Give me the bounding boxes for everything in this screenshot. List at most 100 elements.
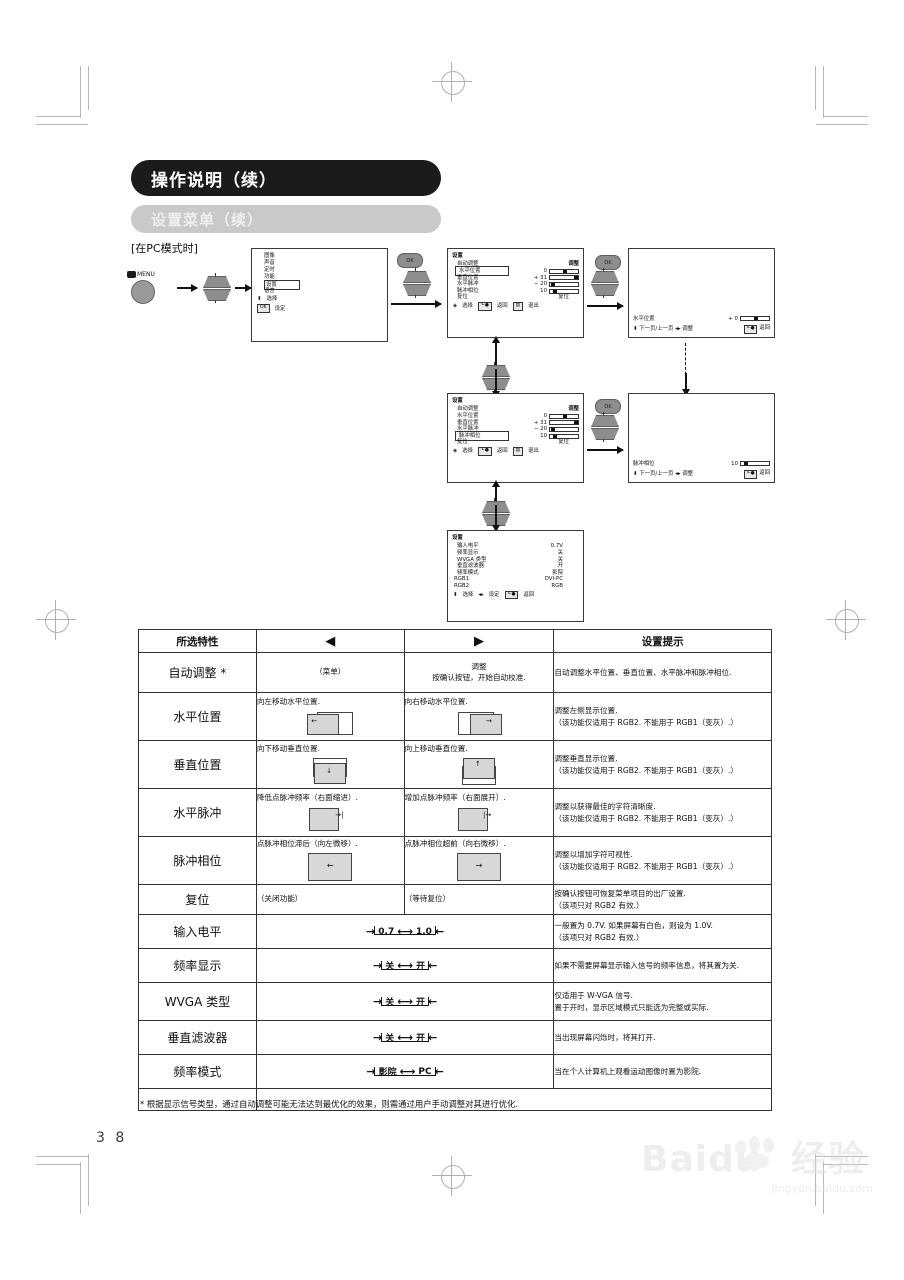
cycle-arrow-mid-0: ⟷	[397, 925, 413, 938]
cycle-option-0-freq-mode: 影院	[378, 1068, 397, 1078]
screen-shift-left-icon: ←	[307, 711, 354, 735]
panel-a-row-2-bar	[549, 275, 579, 281]
menu-flow-diagram: MENU 图像 声音 定时 功能 设置 语言 ⬍ 选择	[125, 243, 785, 623]
cycle-loop-wvga-type: → 关 ⟷ 开 ←	[371, 995, 439, 1008]
menu-item-3[interactable]: 功能	[264, 274, 275, 280]
panel-b-row-3[interactable]: 水平脉冲 − 20	[452, 426, 579, 433]
cycle-option-0-input-level: 0.7	[378, 926, 395, 937]
panel-b-row-5-label: 复位	[457, 439, 468, 446]
panel-c-foot-back: 返回	[523, 591, 535, 598]
table-row-pulse-phase: 脉冲相位 点脉冲相位滞后（向左微移）. ← 点脉冲相位超前（向右微移）. → 调…	[138, 836, 772, 885]
panel-b-foot-select: 选择	[462, 448, 473, 455]
panel-c-row-4[interactable]: 频率模式 影院	[452, 570, 579, 577]
ok-button-1[interactable]: OK	[397, 253, 423, 268]
watermark: Baidu 经验 jingyan.baidu.com	[641, 1136, 873, 1204]
paw-icon	[729, 1136, 789, 1170]
blank-cell-2	[255, 1088, 773, 1111]
panel-c-row-1-label: 频率显示	[457, 550, 479, 557]
panel-b-row-0-label: 自动调整	[457, 406, 479, 413]
panel-c-row-6[interactable]: RGB2 RGB	[452, 583, 579, 590]
panel-a-row-1-label: 水平位置	[455, 266, 509, 277]
hint-freq-mode: 当在个人计算机上观看运动图像时置为影院.	[553, 1054, 772, 1089]
flow-dashed-connector-1	[685, 343, 686, 389]
panel-a-row-1[interactable]: 水平位置 0	[452, 266, 579, 277]
panel-a-row-1-value: 0	[543, 268, 547, 275]
panel-c-row-1[interactable]: 频率显示 关	[452, 550, 579, 557]
flow-arrow-4	[587, 302, 624, 310]
menu-item-1[interactable]: 声音	[264, 260, 275, 266]
panel-a-row-5[interactable]: 复位 复位	[452, 294, 579, 301]
flow-arrow-2	[235, 284, 252, 292]
detail-b-adjust: 调整	[682, 470, 694, 477]
cycle-diagram-freq-mode: → 影院 ⟷ PC ←	[257, 1057, 554, 1087]
panel-a-row-3-label: 水平脉冲	[457, 281, 479, 288]
panel-a-row-1-bar	[549, 268, 579, 274]
panel-b-row-1-label: 水平位置	[457, 413, 479, 420]
cycle-option-1-v-filter: 开	[416, 1034, 426, 1044]
panel-b-row-2[interactable]: 垂直位置 + 31	[452, 420, 579, 427]
exit-key-icon-a: ▤	[512, 301, 523, 311]
menu-button[interactable]: MENU	[127, 271, 173, 305]
panel-c-row-0[interactable]: 输入电平 0.7V	[452, 543, 579, 550]
cycle-option-1-freq-display: 开	[416, 962, 426, 972]
left-action-h-position-text: 向左移动水平位置.	[256, 697, 320, 707]
header-hint: 设置提示	[553, 629, 772, 653]
diamond-select-icon: ◈	[453, 303, 458, 310]
panel-a-foot-exit: 退出	[527, 303, 539, 310]
panel-a-row-0[interactable]: 自动调整 调整	[452, 261, 579, 268]
menu-item-5[interactable]: 语言	[264, 288, 275, 294]
page-title: 操作说明（续）	[151, 170, 277, 191]
updown-rocker-2[interactable]	[403, 268, 431, 298]
panel-a-row-4-value: 10	[540, 287, 547, 294]
panel-b-row-4[interactable]: 脉冲相位 10	[452, 430, 579, 442]
menu-item-2[interactable]: 定时	[264, 267, 275, 273]
panel-b-row-3-value-group: − 20	[531, 425, 579, 433]
panel-a-value-header: 调整	[568, 261, 579, 268]
cycle-arrow-out-2: ←	[428, 995, 438, 1008]
panel-b-row-1[interactable]: 水平位置 0	[452, 413, 579, 420]
registration-mark-top	[432, 62, 472, 102]
panel-c-footer: ⬍ 选择 ◂▸ 设定 ⬑● 返回	[452, 590, 579, 600]
left-action-reset: （关闭功能）	[255, 884, 405, 915]
panel-c-row-2[interactable]: WVGA 类型 关	[452, 557, 579, 564]
menu-item-0[interactable]: 图像	[264, 253, 275, 259]
updown-rocker-1[interactable]	[203, 273, 231, 303]
panel-c-row-5[interactable]: RGB1 DVI-PC	[452, 576, 579, 583]
panel-b-row-2-value-group: + 31	[531, 419, 579, 427]
updown-rocker-5[interactable]	[591, 412, 619, 442]
menu-button-label: MENU	[137, 271, 155, 278]
ok-button-3[interactable]: OK	[595, 399, 621, 414]
flow-arrow-5	[587, 446, 624, 454]
feature-v-filter: 垂直滤波器	[138, 1020, 257, 1055]
ok-button-2[interactable]: OK	[595, 255, 621, 270]
updown-arrow-icon-b: ⬍	[633, 470, 638, 477]
panel-b-title: 设置	[452, 398, 463, 404]
updown-arrow-icon-c: ⬍	[453, 591, 458, 598]
panel-a-row-3[interactable]: 水平脉冲 − 20	[452, 281, 579, 288]
panel-b-row-5[interactable]: 复位 复位	[452, 439, 579, 446]
panel-a-row-3-bar	[549, 281, 579, 287]
cycle-loop-v-filter: → 关 ⟷ 开 ←	[371, 1031, 439, 1044]
panel-c-row-2-label: WVGA 类型	[457, 556, 487, 563]
panel-a-foot-select: 选择	[462, 303, 473, 310]
table-header-row: 所选特性 ◀ ▶ 设置提示	[138, 629, 772, 653]
panel-c-row-3[interactable]: 垂直滤波器 开	[452, 563, 579, 570]
cycle-loop-freq-display: → 关 ⟷ 开 ←	[371, 959, 439, 972]
panel-b-row-2-value: + 31	[533, 419, 547, 426]
panel-a-row-4[interactable]: 脉冲相位 10	[452, 288, 579, 295]
menu-footer-select: ⬍ 选择	[256, 295, 383, 303]
hint-wvga-type: 仅适用于 W-VGA 信号. 置于开时，显示区域模式只能选为完整或实际.	[553, 982, 772, 1021]
panel-b-row-4-label: 脉冲相位	[455, 430, 509, 442]
osd-detail-h-position: 水平位置 + 0 ⬍ 下一页/上一页 ◂▸ 调整 ⬑●	[628, 248, 775, 338]
panel-b-row-0[interactable]: 自动调整 调整	[452, 406, 579, 413]
cycle-arrow-in-0: →	[366, 925, 376, 938]
menu-footer-select-label: 选择	[266, 296, 278, 302]
updown-rocker-3[interactable]	[591, 268, 619, 298]
menu-button-circle[interactable]	[131, 280, 155, 304]
panel-a-row-2[interactable]: 垂直位置 + 31	[452, 275, 579, 282]
menu-item-selected[interactable]: 设置	[256, 280, 383, 291]
panel-c-row-0-value: 0.7V	[550, 543, 563, 550]
menu-footer-ok-label: 设定	[274, 305, 286, 312]
diamond-select-icon-b: ◈	[453, 448, 458, 455]
